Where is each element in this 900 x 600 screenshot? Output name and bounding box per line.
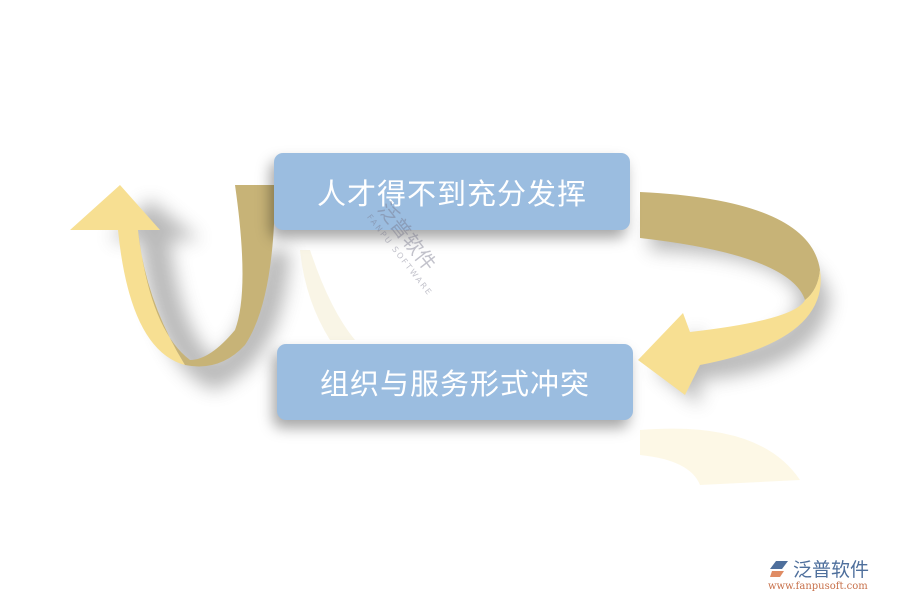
node-label: 人才得不到充分发挥 [316, 176, 587, 211]
logo-url: www.fanpusoft.com [768, 581, 868, 592]
brand-logo: 泛普软件 www.fanpusoft.com [768, 555, 893, 592]
arrow-top-to-bottom [638, 192, 821, 395]
node-organization-service-conflict: 组织与服务形式冲突 [277, 344, 633, 420]
fanpu-logo-icon [770, 560, 788, 577]
node-talent-underutilized: 人才得不到充分发挥 [274, 153, 630, 230]
arrow-bottom-to-top [70, 185, 275, 367]
node-label: 组织与服务形式冲突 [319, 367, 590, 401]
